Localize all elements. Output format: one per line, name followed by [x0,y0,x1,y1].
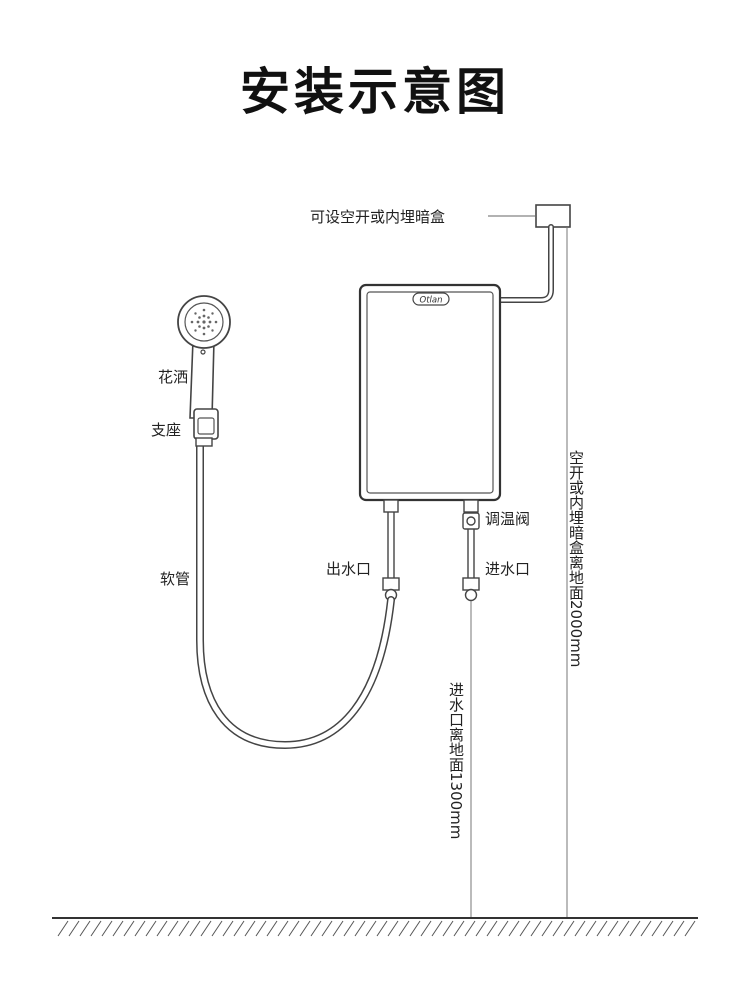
hatch-line [519,920,531,937]
hatch-line [255,920,267,937]
hatch-line [673,920,685,937]
hatch-line [288,920,300,937]
hatch-line [453,920,465,937]
hatch-line [409,920,421,937]
hatch-line [552,920,564,937]
hose-label: 软管 [160,570,190,588]
switch-box-label: 可设空开或内埋暗盒 [310,208,445,226]
hatch-line [57,920,69,937]
hatch-line [475,920,487,937]
ground-hatching [57,920,696,937]
hatch-line [211,920,223,937]
box-height-label: 空开或内埋暗盒离地面2000mm [567,450,585,667]
hatch-line [629,920,641,937]
hatch-line [332,920,344,937]
hatch-line [90,920,102,937]
hatch-line [662,920,674,937]
hatch-line [607,920,619,937]
hose-inner [197,437,394,748]
inlet-connector-top [463,499,479,513]
hatch-line [200,920,212,937]
inlet-nut [462,577,480,591]
hatch-line [299,920,311,937]
hatch-line [123,920,135,937]
shower-holder [193,408,219,447]
hatch-line [442,920,454,937]
brand-logo-text: Otlan [420,296,443,306]
hatch-line [486,920,498,937]
hatch-line [574,920,586,937]
hatch-line [618,920,630,937]
hatch-line [684,920,696,937]
hatch-line [596,920,608,937]
water-heater-panel [366,291,494,494]
page-title: 安装示意图 [240,63,510,121]
hatch-line [244,920,256,937]
hatch-line [508,920,520,937]
hatch-line [563,920,575,937]
hatch-line [310,920,322,937]
hatch-line [464,920,476,937]
hatch-line [112,920,124,937]
hatch-line [79,920,91,937]
inlet-label: 进水口 [485,560,530,578]
hatch-line [497,920,509,937]
hatch-line [167,920,179,937]
shower-head-label: 花洒 [158,368,188,386]
hatch-line [101,920,113,937]
conduit-outer [497,224,554,303]
switch-box [535,204,571,228]
hatch-line [343,920,355,937]
holder-label: 支座 [151,421,181,439]
hatch-line [585,920,597,937]
valve-label: 调温阀 [485,510,530,528]
hatch-line [376,920,388,937]
hatch-line [365,920,377,937]
outlet-connector-top [383,499,399,513]
hatch-line [541,920,553,937]
hatch-line [420,920,432,937]
hatch-line [189,920,201,937]
inlet-height-label: 进水口离地面1300mm [447,682,465,839]
valve-knob [466,516,476,526]
outlet-label: 出水口 [326,560,371,578]
hatch-line [68,920,80,937]
hatch-line [233,920,245,937]
conduit-inner [498,225,553,302]
hatch-line [431,920,443,937]
hatch-line [354,920,366,937]
outlet-nut [382,577,400,591]
hatch-line [387,920,399,937]
hatch-line [156,920,168,937]
hatch-line [178,920,190,937]
hatch-line [145,920,157,937]
hatch-line [321,920,333,937]
hatch-line [530,920,542,937]
hatch-line [222,920,234,937]
hatch-line [398,920,410,937]
hatch-line [640,920,652,937]
hatch-line [651,920,663,937]
brand-logo [412,292,450,306]
hatch-line [134,920,146,937]
hatch-line [277,920,289,937]
shower-head [177,295,231,419]
hatch-line [266,920,278,937]
inlet-fitting [464,588,478,602]
